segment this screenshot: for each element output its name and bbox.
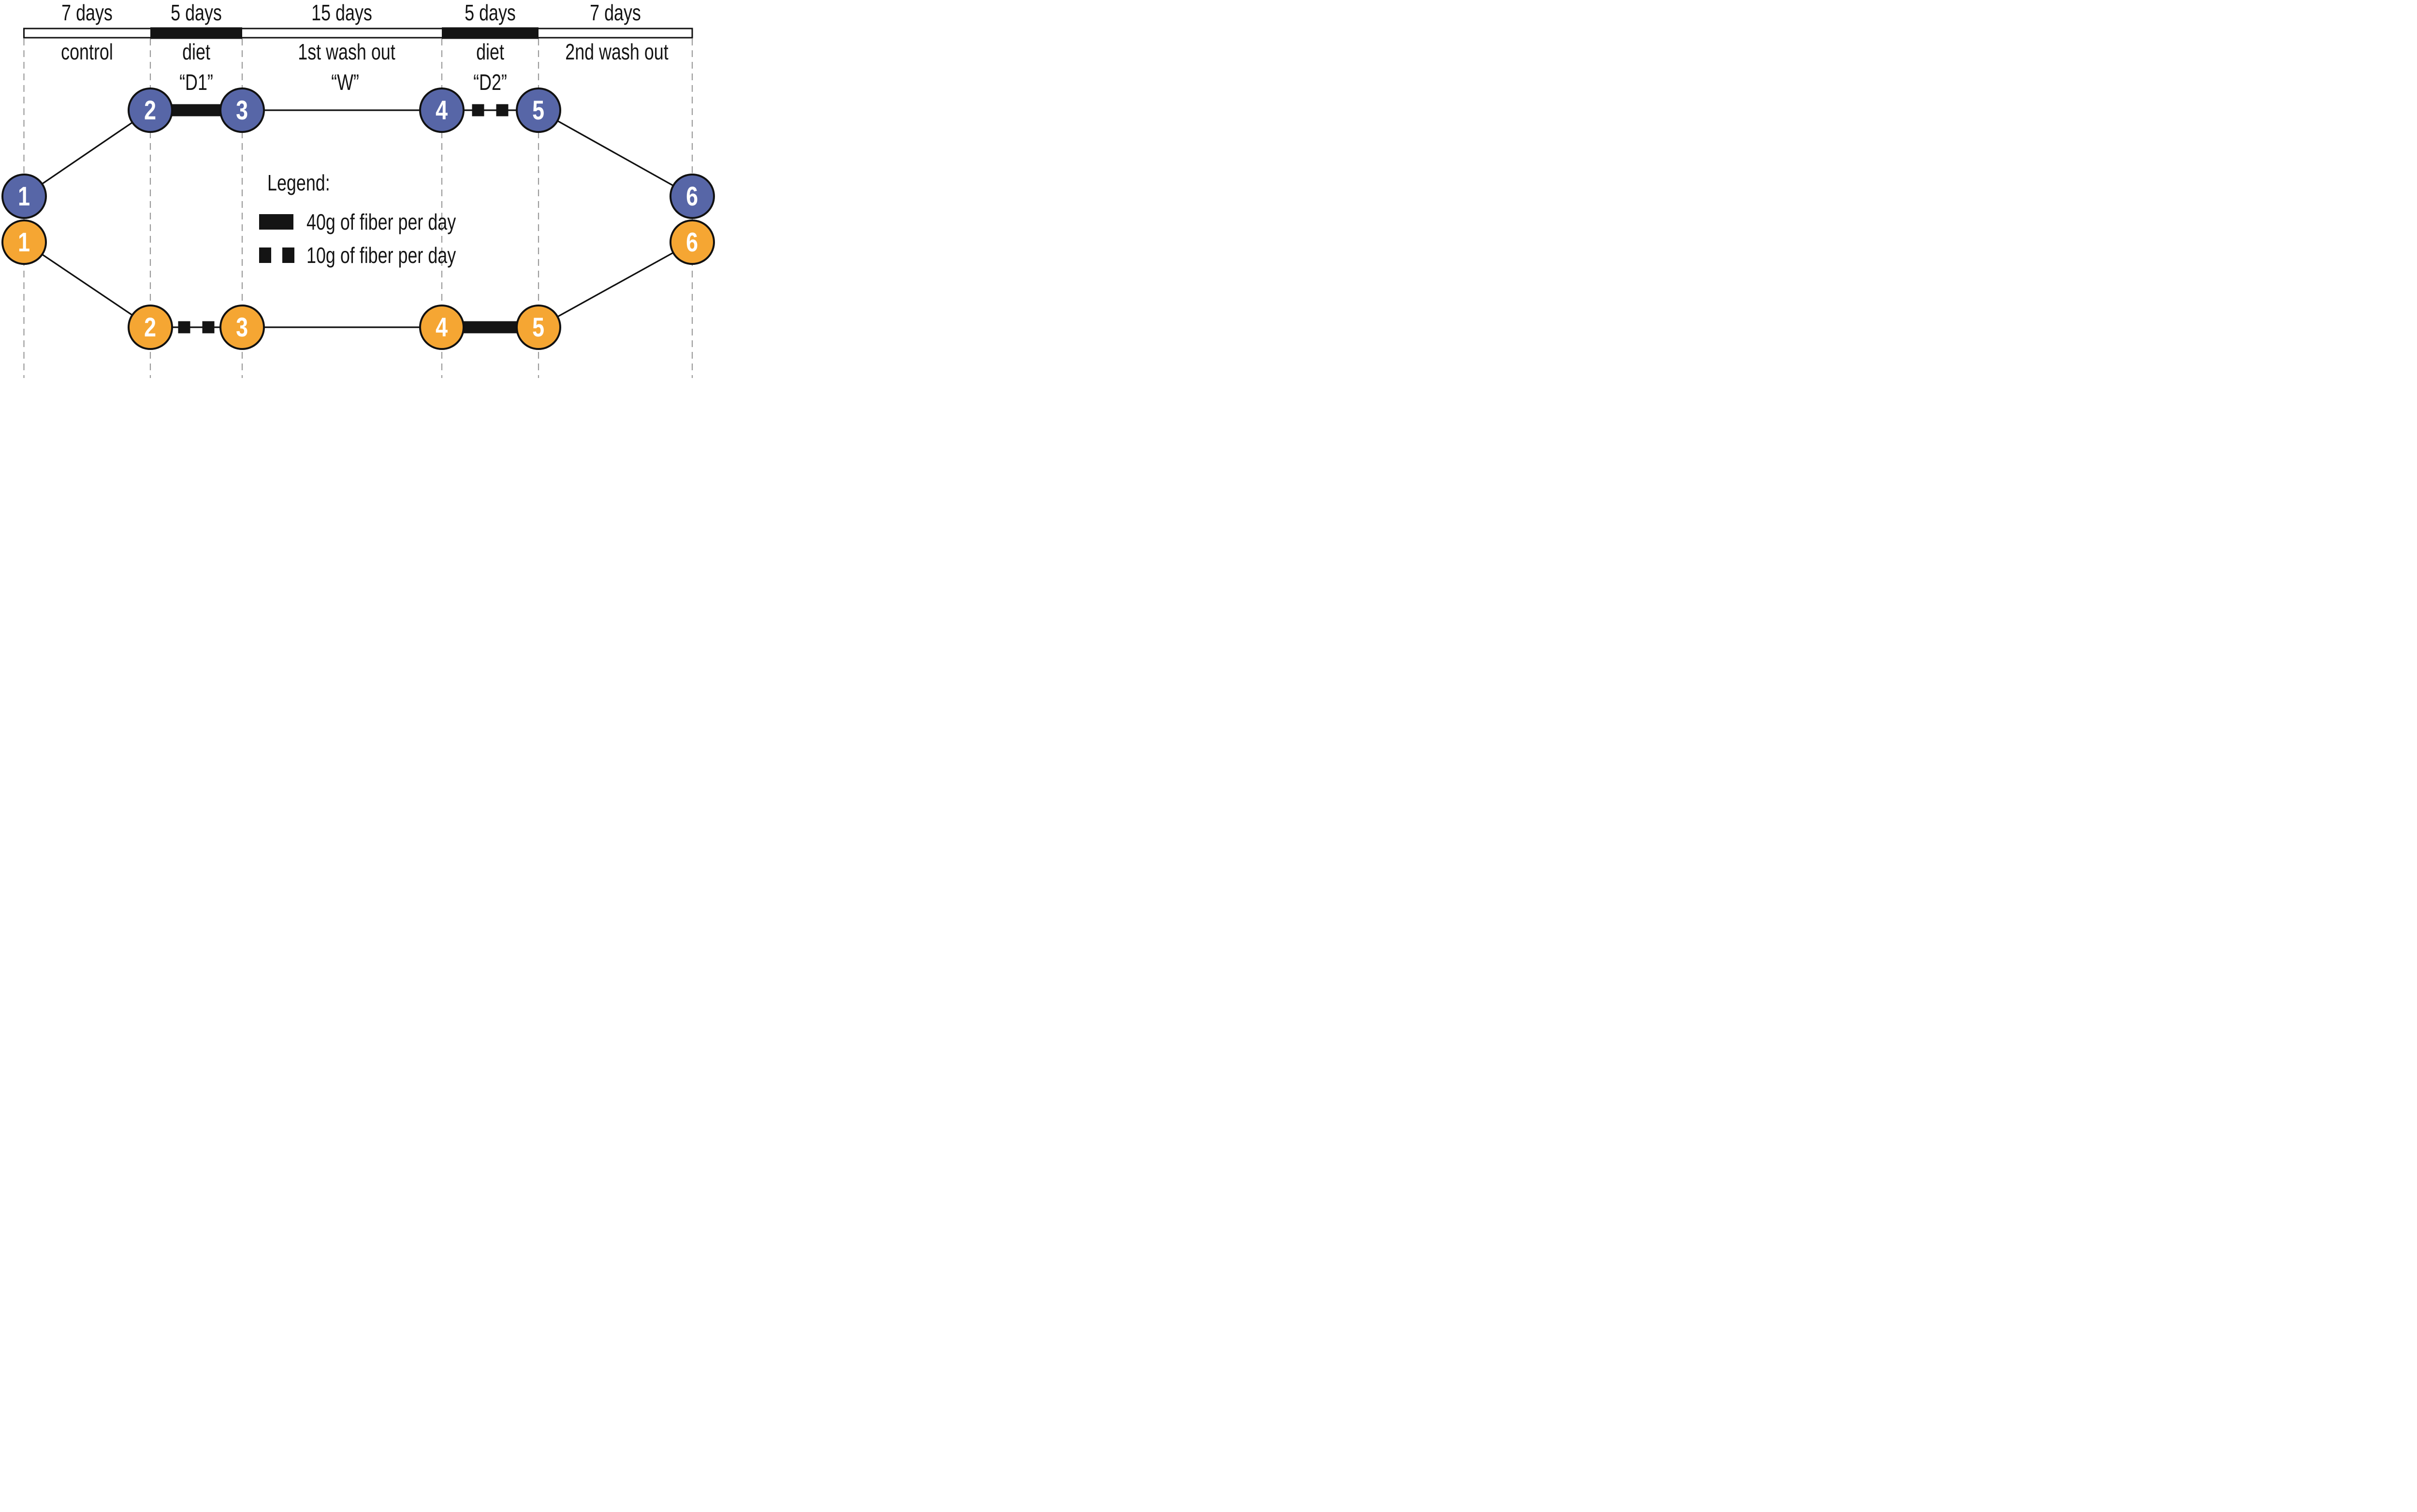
node-bottom-6-label: 6 [686, 227, 699, 257]
timeline-bar [23, 28, 693, 39]
phase-label-control: control [61, 39, 113, 64]
link-bottom-1-2 [23, 241, 151, 328]
node-top-6-label: 6 [686, 181, 699, 211]
phase-label-diet2: diet [476, 39, 504, 64]
node-top-2-label: 2 [144, 95, 157, 125]
phase-label-washout1: 1st wash out [298, 39, 395, 64]
link-top-5-6 [538, 109, 693, 197]
fiber-10g-squares [178, 104, 509, 334]
node-bottom-2-label: 2 [144, 312, 157, 342]
duration-label-diet2: 5 days [465, 0, 516, 25]
node-bottom-1-label: 1 [18, 227, 30, 257]
node-bottom-4-label: 4 [436, 312, 448, 342]
phase-label-washout2: 2nd wash out [565, 39, 669, 64]
node-top-1: 1 [1, 174, 47, 219]
duration-label-diet1: 5 days [171, 0, 222, 25]
duration-label-washout2: 7 days [590, 0, 641, 25]
node-bottom-2: 2 [128, 305, 173, 350]
link-bottom-5-6 [538, 241, 693, 328]
node-top-4: 4 [419, 87, 465, 133]
code-label-w: “W” [331, 70, 359, 95]
timeline-diet-segment-2 [442, 27, 539, 39]
fiber-10g-square-top-a [472, 104, 484, 116]
legend-40g-bar-icon [259, 214, 293, 230]
node-top-5-label: 5 [532, 95, 545, 125]
node-top-4-label: 4 [436, 95, 448, 125]
node-top-3: 3 [219, 87, 265, 133]
node-bottom-5: 5 [516, 305, 561, 350]
node-top-1-label: 1 [18, 181, 30, 211]
legend-10g-label: 10g of fiber per day [306, 243, 456, 268]
node-bottom-3-label: 3 [236, 312, 248, 342]
timeline-diet-segment-1 [150, 27, 242, 39]
node-bottom-4: 4 [419, 305, 465, 350]
node-bottom-1: 1 [1, 219, 47, 265]
node-top-6: 6 [670, 174, 715, 219]
node-top-2: 2 [128, 87, 173, 133]
legend-title: Legend: [267, 170, 330, 195]
fiber-10g-square-bottom-b [202, 321, 215, 334]
duration-label-washout1: 15 days [311, 0, 372, 25]
code-label-d1: “D1” [179, 70, 213, 95]
phase-label-diet1: diet [182, 39, 210, 64]
legend-40g-label: 40g of fiber per day [306, 209, 456, 234]
link-top-1-2 [23, 109, 151, 197]
legend-10g-square-icon-a [259, 247, 271, 263]
legend-10g-square-icon-b [282, 247, 294, 263]
code-label-d2: “D2” [473, 70, 507, 95]
fiber-10g-square-top-b [496, 104, 509, 116]
node-top-3-label: 3 [236, 95, 248, 125]
fiber-10g-square-bottom-a [178, 321, 190, 334]
connector-lines [23, 109, 693, 328]
duration-label-control: 7 days [61, 0, 113, 25]
crossover-study-design-diagram: 7 days 5 days 15 days 5 days 7 days cont… [0, 0, 720, 378]
node-top-5: 5 [516, 87, 561, 133]
node-bottom-5-label: 5 [532, 312, 545, 342]
node-bottom-6: 6 [670, 219, 715, 265]
node-bottom-3: 3 [219, 305, 265, 350]
